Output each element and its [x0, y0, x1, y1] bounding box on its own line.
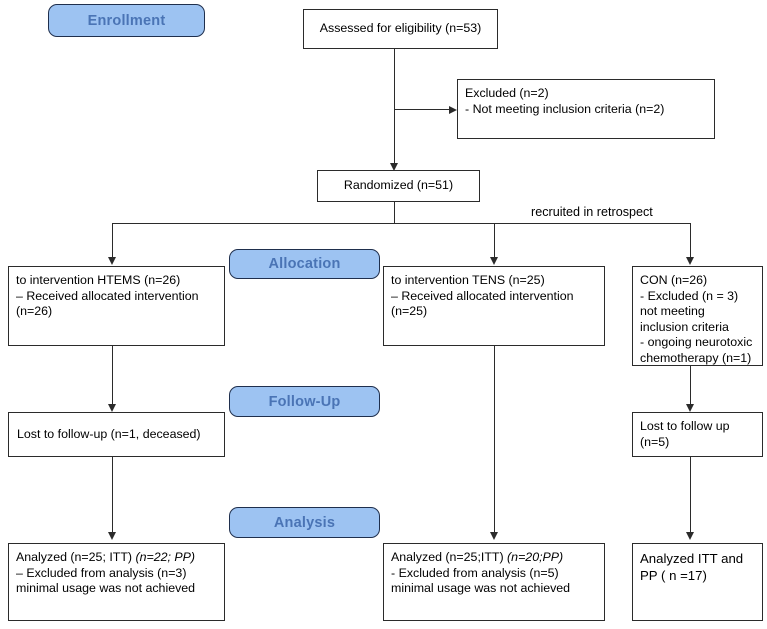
- connector-lost-con-to-analysis: [690, 457, 692, 535]
- stage-badge-followup: Follow-Up: [229, 386, 380, 417]
- box-allocation-tens: to intervention TENS (n=25) – Received a…: [383, 266, 605, 346]
- connector-lost-con-to-analysis-arrowhead: [686, 532, 694, 540]
- box-excluded: Excluded (n=2) - Not meeting inclusion c…: [457, 79, 715, 139]
- connector-tens-to-analysis: [494, 346, 496, 535]
- stage-badge-allocation: Allocation: [229, 249, 380, 279]
- connector-lost-htems-to-analysis: [112, 457, 114, 535]
- analyzed-htems-detail: – Excluded from analysis (n=3) minimal u…: [16, 565, 196, 596]
- connector-assessed-down: [394, 49, 396, 165]
- box-analyzed-con: Analyzed ITT and PP ( n =17): [632, 543, 763, 621]
- analyzed-htems-itt: Analyzed (n=25; ITT): [16, 550, 136, 564]
- box-randomized: Randomized (n=51): [317, 170, 480, 202]
- connector-to-excluded-arrowhead: [449, 105, 457, 114]
- connector-to-excluded: [394, 109, 449, 111]
- connector-drop-tens-arrowhead: [490, 257, 498, 265]
- connector-randomized-arrowhead: [389, 163, 398, 171]
- stage-badge-analysis: Analysis: [229, 507, 380, 538]
- connector-drop-tens: [494, 223, 496, 259]
- box-allocation-htems: to intervention HTEMS (n=26) – Received …: [8, 266, 225, 346]
- box-lost-to-followup-htems: Lost to follow-up (n=1, deceased): [8, 412, 225, 457]
- analyzed-htems-pp: (n=22; PP): [135, 550, 196, 564]
- connector-drop-htems-arrowhead: [108, 257, 116, 265]
- box-lost-to-followup-con: Lost to follow up (n=5): [632, 412, 763, 457]
- connector-drop-con-arrowhead: [686, 257, 694, 265]
- analyzed-tens-itt: Analyzed (n=25;ITT): [391, 550, 508, 564]
- annotation-recruited-in-retrospect: recruited in retrospect: [531, 205, 653, 219]
- connector-lost-htems-to-analysis-arrowhead: [108, 532, 116, 540]
- connector-allocation-bar: [112, 223, 691, 225]
- box-allocation-con: CON (n=26) - Excluded (n = 3) not meetin…: [632, 266, 763, 366]
- connector-con-to-lost: [690, 366, 692, 408]
- connector-drop-con: [690, 223, 692, 259]
- connector-tens-to-analysis-arrowhead: [490, 532, 498, 540]
- connector-con-to-lost-arrowhead: [686, 404, 694, 412]
- connector-htems-to-lost: [112, 346, 114, 408]
- connector-htems-to-lost-arrowhead: [108, 404, 116, 412]
- stage-badge-enrollment: Enrollment: [48, 4, 205, 37]
- box-assessed-for-eligibility: Assessed for eligibility (n=53): [303, 9, 498, 49]
- box-analyzed-tens: Analyzed (n=25;ITT) (n=20;PP) - Excluded…: [383, 543, 605, 621]
- box-analyzed-htems: Analyzed (n=25; ITT) (n=22; PP) – Exclud…: [8, 543, 225, 621]
- connector-randomized-down: [394, 202, 396, 223]
- analyzed-tens-detail: - Excluded from analysis (n=5) minimal u…: [391, 565, 571, 596]
- analyzed-tens-pp: (n=20;PP): [507, 550, 564, 564]
- connector-drop-htems: [112, 223, 114, 259]
